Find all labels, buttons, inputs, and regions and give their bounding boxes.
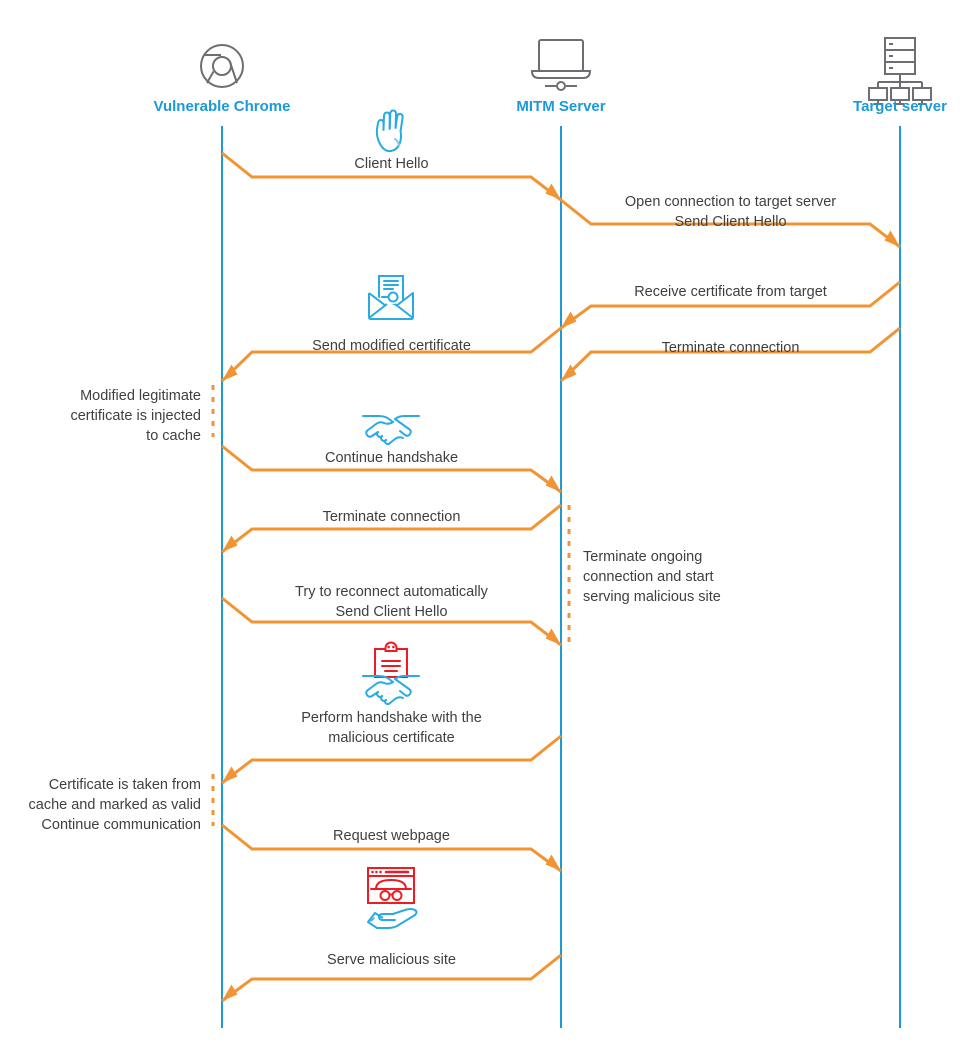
laptop-icon: [531, 39, 591, 91]
actors-layer: Vulnerable Chrome MITM Server Target serve…: [154, 37, 947, 115]
message-label-line: Client Hello: [354, 156, 428, 172]
message-label-line: Send Client Hello: [335, 604, 447, 620]
message-label: Request webpage: [333, 828, 450, 844]
note-text: Terminate ongoing connection and start ser…: [583, 549, 721, 605]
malicious-certificate-handshake-icon: [362, 641, 420, 706]
actor-label-chrome: Vulnerable Chrome: [154, 98, 291, 115]
actor-mitm: MITM Server: [516, 39, 606, 115]
message-arrowhead: [561, 364, 577, 381]
message-m10: Request webpage: [221, 823, 562, 873]
hand-wave-icon: [375, 109, 404, 153]
message-arrow-line: [221, 151, 562, 202]
actor-chrome: Vulnerable Chrome: [154, 44, 291, 115]
serve-malicious-site-icon: [366, 866, 418, 930]
note-text: Certificate is taken from cache and marke…: [29, 777, 202, 833]
message-arrowhead: [545, 183, 561, 200]
message-arrow-line: [559, 326, 901, 383]
message-arrow-line: [560, 198, 901, 249]
message-arrow-line: [221, 823, 562, 873]
message-label: Continue handshake: [325, 450, 458, 466]
message-label: Terminate connection: [323, 509, 461, 525]
message-label: Serve malicious site: [327, 952, 456, 968]
message-label: Terminate connection: [662, 340, 800, 356]
handshake-icon: [362, 415, 420, 446]
message-label-line: Send modified certificate: [312, 338, 471, 354]
message-label: Client Hello: [354, 156, 428, 172]
message-arrow-line: [221, 596, 562, 647]
note-text-line: Continue communication: [41, 817, 201, 833]
note-text: Modified legitimate certificate is inject…: [70, 388, 201, 444]
message-arrowhead: [561, 311, 577, 328]
note-text-line: connection and start: [583, 569, 714, 585]
message-arrowhead: [222, 364, 238, 381]
message-arrow-line: [221, 503, 562, 554]
message-m11: Serve malicious site: [221, 866, 562, 1003]
message-label-line: Send Client Hello: [674, 214, 786, 230]
message-m1: Client Hello: [221, 109, 562, 202]
message-m9: Perform handshake with the malicious cert…: [221, 641, 562, 785]
message-arrow-line: [221, 444, 562, 494]
message-m5: Terminate connection: [559, 326, 901, 383]
message-arrowhead: [222, 535, 238, 552]
message-label-line: Serve malicious site: [327, 952, 456, 968]
message-label-line: Perform handshake with the: [301, 710, 482, 726]
message-label-line: Continue handshake: [325, 450, 458, 466]
note-note1: Modified legitimate certificate is inject…: [70, 385, 215, 444]
certificate-envelope-icon: [368, 275, 414, 320]
message-m6: Continue handshake: [221, 415, 562, 494]
message-arrow-line: [221, 953, 562, 1003]
message-label-line: malicious certificate: [328, 730, 455, 746]
server-rack-icon: [868, 37, 932, 105]
message-arrowhead: [222, 984, 238, 1001]
notes-layer: Modified legitimate certificate is inject…: [29, 385, 721, 833]
message-label-line: Terminate connection: [662, 340, 800, 356]
message-arrowhead: [545, 854, 561, 871]
message-label: Send modified certificate: [312, 338, 471, 354]
chrome-logo-icon: [200, 44, 244, 88]
note-text-line: cache and marked as valid: [29, 797, 202, 813]
message-label: Perform handshake with the malicious cert…: [301, 710, 482, 746]
message-arrowhead: [545, 475, 561, 492]
actor-target: Target server: [853, 37, 947, 115]
note-note3: Certificate is taken from cache and marke…: [29, 774, 215, 833]
note-note2: Terminate ongoing connection and start ser…: [567, 505, 721, 647]
note-text-line: serving malicious site: [583, 589, 721, 605]
message-m4: Send modified certificate: [220, 275, 562, 383]
note-text-line: Terminate ongoing: [583, 549, 702, 565]
message-arrowhead: [545, 628, 561, 645]
note-text-line: certificate is injected: [70, 408, 201, 424]
actor-label-target: Target server: [853, 98, 947, 115]
message-label-line: Terminate connection: [323, 509, 461, 525]
lifelines-layer: [221, 126, 901, 1028]
message-label-line: Try to reconnect automatically: [295, 584, 489, 600]
note-text-line: Certificate is taken from: [49, 777, 201, 793]
message-arrow-line: [220, 326, 562, 383]
message-m7: Terminate connection: [221, 503, 562, 554]
message-label-line: Receive certificate from target: [634, 284, 827, 300]
message-arrow-line: [221, 734, 562, 785]
message-m3: Receive certificate from target: [560, 280, 901, 330]
message-label-line: Request webpage: [333, 828, 450, 844]
message-label-line: Open connection to target server: [625, 194, 836, 210]
actor-label-mitm: MITM Server: [516, 98, 605, 115]
message-label: Receive certificate from target: [634, 284, 827, 300]
message-arrowhead: [222, 766, 238, 783]
message-arrow-line: [560, 280, 901, 330]
message-arrowhead: [884, 230, 900, 247]
note-text-line: Modified legitimate: [80, 388, 201, 404]
note-text-line: to cache: [146, 428, 201, 444]
